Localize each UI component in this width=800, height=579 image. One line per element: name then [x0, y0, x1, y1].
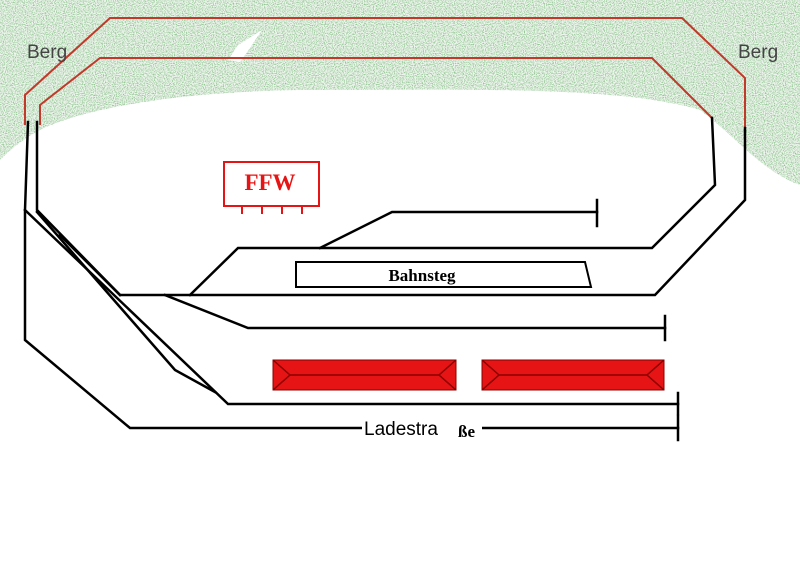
middle-siding-track [163, 293, 667, 330]
bahnsteg-platform: Bahnsteg [295, 261, 593, 288]
mountain-loop-tracks [24, 17, 746, 128]
berg-label-left: Berg [27, 42, 67, 63]
ffw-building: FFW [223, 161, 320, 214]
upper-siding-track [318, 210, 599, 250]
inner-loop-track [35, 120, 122, 297]
ffw-label: FFW [244, 170, 295, 195]
ladestrasse-label-group: Ladestra ße [362, 418, 482, 441]
track-network [23, 116, 747, 442]
ladestrasse-label: Ladestra [364, 419, 438, 440]
bahnsteg-label: Bahnsteg [388, 266, 456, 285]
ladder-track-2 [35, 210, 217, 394]
goods-shed-right [481, 359, 665, 391]
goods-shed-left [272, 359, 457, 391]
ladder-track-3 [58, 233, 122, 297]
outer-red-track [24, 17, 746, 128]
inner-red-track [39, 57, 713, 125]
inner-right-track [188, 116, 717, 297]
berg-label-right: Berg [738, 42, 778, 63]
outer-loop-track [23, 120, 680, 430]
mountain-vegetation [0, 0, 800, 185]
ladestrasse-suffix: ße [458, 422, 475, 441]
